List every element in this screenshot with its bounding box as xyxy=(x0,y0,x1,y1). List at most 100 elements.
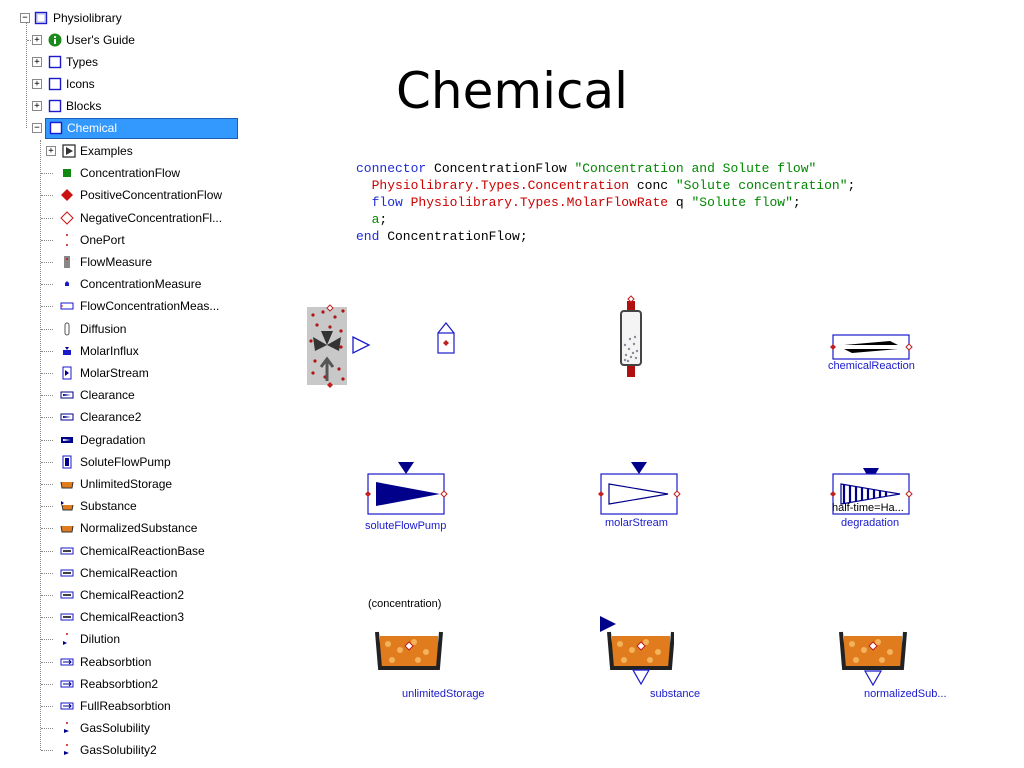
tree-connector xyxy=(41,617,53,619)
tree-item-label: Diffusion xyxy=(80,321,127,336)
degradation-parameter-text: half-time=Ha... xyxy=(832,502,904,514)
tree-connector xyxy=(41,506,53,508)
tree-item-child[interactable]: +Examples xyxy=(0,141,260,161)
tree-item-child[interactable]: ChemicalReaction3 xyxy=(0,607,260,627)
gas-icon xyxy=(64,744,69,756)
code-annotation: a xyxy=(371,212,380,227)
tree-item-child[interactable]: Diffusion xyxy=(0,319,260,339)
tree-item-child[interactable]: Clearance xyxy=(0,385,260,405)
pump-icon xyxy=(62,455,72,469)
tree-item-label: Chemical xyxy=(67,121,118,135)
tree-item-child[interactable]: Reabsorbtion2 xyxy=(0,674,260,694)
tree-item-label: ChemicalReaction xyxy=(80,565,178,580)
tree-connector xyxy=(41,217,53,219)
tree-item-chemical[interactable]: − Chemical xyxy=(0,118,260,139)
tree-item-child[interactable]: FullReabsorbtion xyxy=(0,696,260,716)
tree-connector xyxy=(41,728,53,730)
tree-item-child[interactable]: Substance xyxy=(0,496,260,516)
tree-item-child[interactable]: SoluteFlowPump xyxy=(0,452,260,472)
tree-item-users-guide[interactable]: + User's Guide xyxy=(0,30,260,50)
tree-item-label: OnePort xyxy=(80,232,125,247)
tree-item-child[interactable]: FlowConcentrationMeas... xyxy=(0,296,260,316)
reaction-icon xyxy=(60,591,74,599)
normalized-substance-icon[interactable] xyxy=(838,628,908,690)
code-keyword: connector xyxy=(356,161,427,176)
tree-item-child[interactable]: Reabsorbtion xyxy=(0,652,260,672)
tree-item-label: MolarInflux xyxy=(80,343,139,358)
substance-icon[interactable] xyxy=(598,614,674,688)
tree-connector xyxy=(41,550,53,552)
flowconcentration-icon xyxy=(60,302,74,310)
tree-guide-line xyxy=(26,20,27,128)
tree-item-label: SoluteFlowPump xyxy=(80,454,171,469)
expand-icon[interactable]: + xyxy=(46,146,56,156)
tree-item-blocks[interactable]: + Blocks xyxy=(0,96,260,116)
tree-item-child[interactable]: MolarInflux xyxy=(0,341,260,361)
molar-stream-label: molarStream xyxy=(605,517,668,529)
substance-label: substance xyxy=(650,688,701,700)
tree-item-label: Reabsorbtion2 xyxy=(80,676,159,691)
tree-connector xyxy=(41,528,53,530)
unlimited-storage-icon[interactable] xyxy=(374,628,444,674)
tree-connector xyxy=(41,750,53,752)
tree-item-label: NormalizedSubstance xyxy=(80,521,198,536)
tree-item-child[interactable]: NormalizedSubstance xyxy=(0,518,260,538)
tree-connector xyxy=(41,284,53,286)
tree-connector xyxy=(41,306,53,308)
tree-item-child[interactable]: GasSolubility xyxy=(0,718,260,738)
tree-item-child[interactable]: Degradation xyxy=(0,430,260,450)
tree-item-label: GasSolubility2 xyxy=(80,743,157,758)
clearance-icon xyxy=(60,413,74,421)
tree-item-types[interactable]: + Types xyxy=(0,52,260,72)
reabsorbtion-icon xyxy=(60,702,74,710)
red-diamond-icon xyxy=(61,189,73,202)
tree-item-icons[interactable]: + Icons xyxy=(0,74,260,94)
tree-item-label: NegativeConcentrationFl... xyxy=(80,210,223,225)
tree-item-child[interactable]: FlowMeasure xyxy=(0,252,260,272)
tree-connector xyxy=(41,417,53,419)
package-icon xyxy=(34,11,48,25)
tree-item-child[interactable]: UnlimitedStorage xyxy=(0,474,260,494)
tree-item-label: UnlimitedStorage xyxy=(80,477,173,491)
tree-item-child[interactable]: NegativeConcentrationFl... xyxy=(0,208,260,228)
diffusion-icon[interactable] xyxy=(305,303,371,391)
tree-item-child[interactable]: ChemicalReactionBase xyxy=(0,541,260,561)
tree-item-child[interactable]: ChemicalReaction2 xyxy=(0,585,260,605)
tree-item-label: ChemicalReaction2 xyxy=(80,588,185,602)
concentration-measure-icon[interactable] xyxy=(436,321,456,357)
collapse-icon[interactable]: − xyxy=(32,123,42,133)
degradation-icon[interactable] xyxy=(828,460,914,526)
tree-connector xyxy=(41,262,53,263)
tree-item-label: ConcentrationMeasure xyxy=(80,277,202,292)
tree-connector xyxy=(41,350,53,352)
tree-item-child[interactable]: Clearance2 xyxy=(0,407,260,427)
tree-item-child[interactable]: GasSolubility2 xyxy=(0,740,260,760)
tree-item-child[interactable]: ChemicalReaction xyxy=(0,563,260,583)
tree-item-child[interactable]: PositiveConcentrationFlow xyxy=(0,185,260,205)
tree-item-physiolibrary[interactable]: − Physiolibrary xyxy=(0,8,260,28)
dilution-icon xyxy=(63,633,68,646)
tree-item-child[interactable]: MolarStream xyxy=(0,363,260,383)
code-identifier: ConcentrationFlow xyxy=(426,161,575,176)
normalized-substance-label: normalizedSub... xyxy=(864,688,947,700)
tree-item-child[interactable]: Dilution xyxy=(0,629,260,649)
code-type: Physiolibrary.Types.Concentration xyxy=(371,178,630,193)
expand-icon[interactable]: + xyxy=(32,101,42,111)
expand-icon[interactable]: + xyxy=(32,35,42,45)
collapse-icon[interactable]: − xyxy=(20,13,30,23)
tree-item-child[interactable]: ConcentrationMeasure xyxy=(0,274,260,294)
tree-item-label: Physiolibrary xyxy=(53,11,122,25)
gas-icon xyxy=(64,722,69,734)
tree-connector xyxy=(41,395,53,397)
tree-connector xyxy=(41,706,53,707)
molar-stream-icon[interactable] xyxy=(596,460,682,526)
solute-flow-pump-icon[interactable] xyxy=(363,460,449,526)
tree-item-child[interactable]: OnePort xyxy=(0,230,260,250)
chemical-reaction-icon[interactable] xyxy=(828,333,914,361)
tree-connector xyxy=(41,328,53,330)
expand-icon[interactable]: + xyxy=(32,79,42,89)
tree-item-child[interactable]: ConcentrationFlow xyxy=(0,163,260,183)
degradation-label: degradation xyxy=(841,517,900,529)
expand-icon[interactable]: + xyxy=(32,57,42,67)
column-icon[interactable] xyxy=(616,295,646,383)
